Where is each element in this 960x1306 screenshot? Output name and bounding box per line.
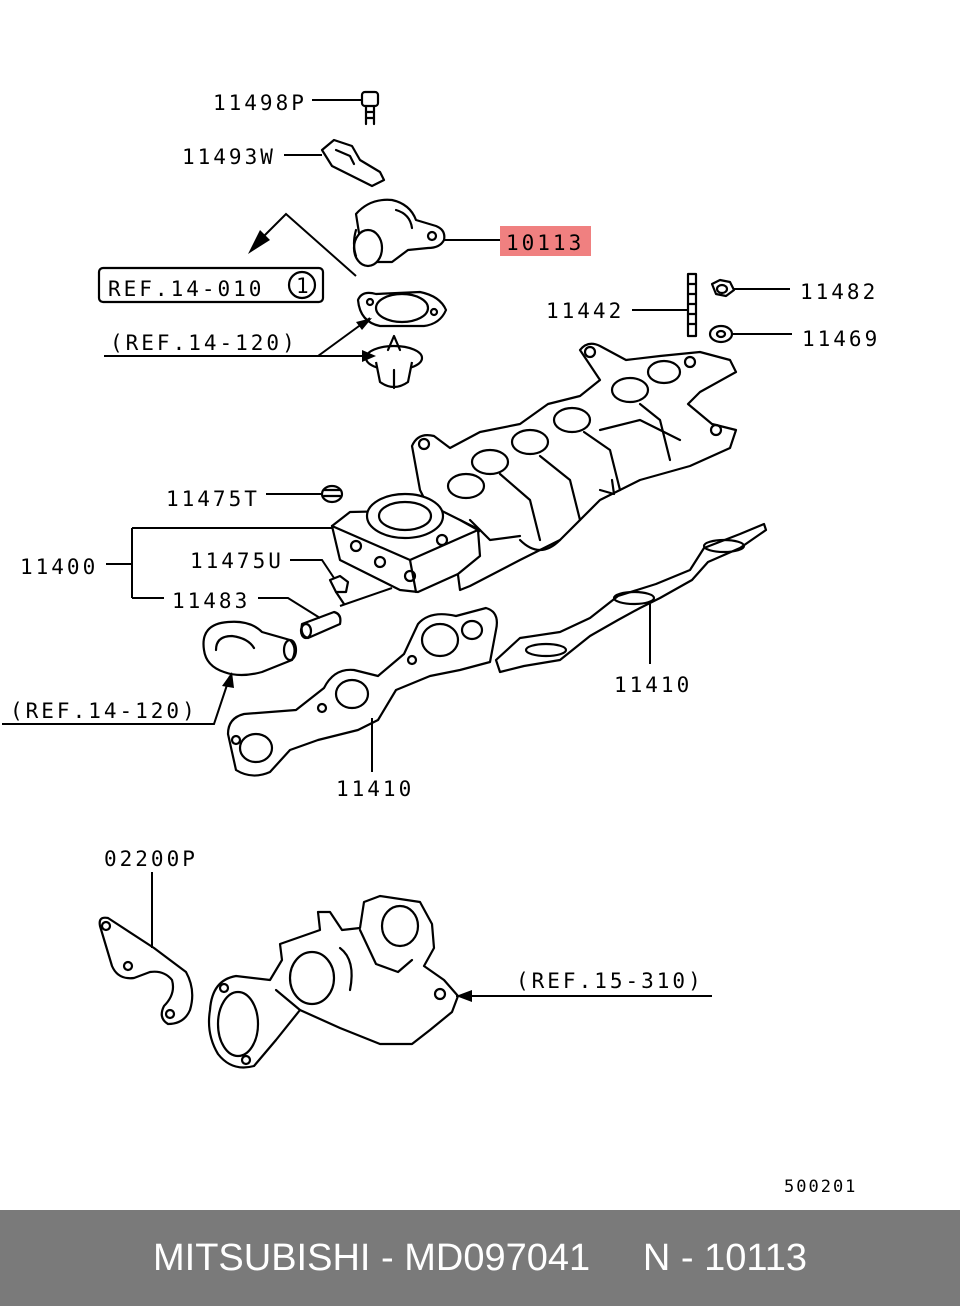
label-ref-14-010-circle: 1 — [296, 274, 309, 298]
label-10113: 10113 — [506, 231, 584, 255]
reference-arrow — [248, 212, 357, 277]
label-02200P: 02200P — [104, 847, 198, 871]
manifold-gasket-11410-left[interactable] — [226, 606, 498, 777]
ref-14-010-box[interactable]: REF.14-010 1 — [97, 266, 325, 304]
stud-11442[interactable] — [686, 272, 698, 338]
label-11475T: 11475T — [166, 487, 260, 511]
manifold-gasket-11410-right[interactable] — [494, 522, 768, 674]
label-ref-14-120-top: (REF.14-120) — [110, 331, 298, 355]
diagram-code: 500201 — [784, 1177, 857, 1197]
label-ref-14-120-bottom: (REF.14-120) — [10, 699, 198, 723]
bracket-02200P[interactable] — [98, 916, 194, 1026]
bracket-11493W[interactable] — [320, 138, 386, 188]
label-11498P: 11498P — [213, 91, 307, 115]
plug-11475T[interactable] — [320, 484, 344, 504]
highlight-10113 — [500, 226, 591, 256]
label-11483: 11483 — [172, 589, 250, 613]
intake-manifold-11400[interactable] — [330, 342, 738, 594]
plug-11475U[interactable] — [328, 574, 350, 606]
label-11410-right: 11410 — [614, 673, 692, 697]
footer-part-info: MITSUBISHI - MD097041 N - 10113 — [153, 1236, 807, 1279]
label-11400: 11400 — [20, 555, 98, 579]
footer-bar: MITSUBISHI - MD097041 N - 10113 — [0, 1210, 960, 1306]
bolt-11498P[interactable] — [360, 90, 380, 126]
label-11442: 11442 — [546, 299, 624, 323]
label-11482: 11482 — [800, 280, 878, 304]
label-11410-left: 11410 — [336, 777, 414, 801]
thermostat-gasket[interactable] — [356, 290, 448, 328]
water-passage-15-310[interactable] — [207, 894, 460, 1069]
pipe-11483[interactable] — [299, 610, 342, 640]
label-11475U: 11475U — [190, 549, 284, 573]
coolant-hose[interactable] — [202, 620, 298, 677]
nut-11482[interactable] — [710, 278, 736, 298]
label-ref-14-010: REF.14-010 — [108, 277, 264, 301]
label-11493W: 11493W — [182, 145, 276, 169]
water-outlet-fitting-10113[interactable] — [352, 198, 446, 268]
label-ref-15-310: (REF.15-310) — [516, 969, 704, 993]
parts-diagram: 11498P 11493W 10113 REF.14-010 1 — [2, 90, 880, 1197]
washer-11469[interactable] — [708, 324, 734, 344]
label-11469: 11469 — [802, 327, 880, 351]
thermostat[interactable] — [364, 334, 424, 390]
